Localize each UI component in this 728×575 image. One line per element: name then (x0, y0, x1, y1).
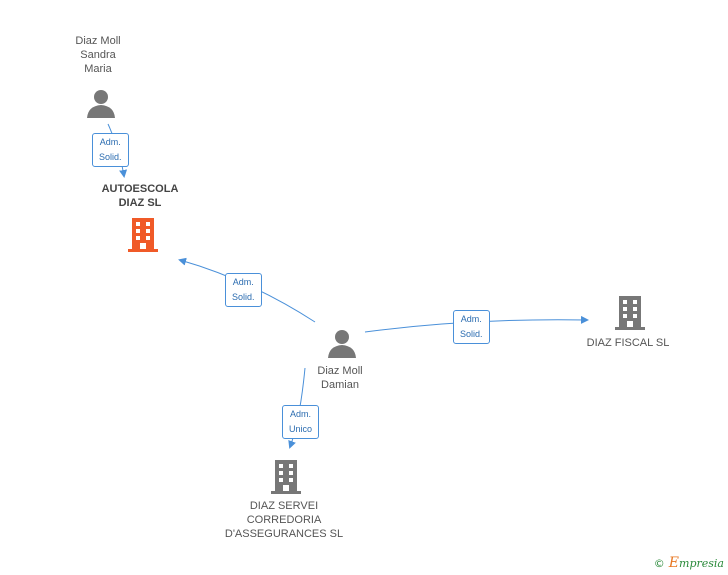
role-line2: Solid. (99, 152, 122, 162)
role-line1: Adm. (99, 137, 121, 147)
role-line1: Adm. (290, 409, 312, 419)
person-label-sandra: Diaz Moll Sandra Maria (60, 34, 136, 76)
edge-label-role[interactable]: Adm. Solid. (92, 133, 129, 167)
company-name-line1: DIAZ FISCAL SL (586, 337, 670, 349)
person-name-line1: Diaz Moll (317, 365, 363, 377)
building-icon-highlighted[interactable] (127, 218, 159, 252)
company-name-line2: DIAZ SL (118, 197, 162, 209)
brand-footer: ©Empresia (654, 555, 724, 571)
person-icon[interactable] (327, 328, 357, 358)
copyright-icon: © (653, 557, 665, 570)
person-name-line1: Diaz Moll (75, 35, 121, 47)
person-name-line3: Maria (84, 63, 112, 75)
company-name-line3: D'ASSEGURANCES SL (224, 528, 344, 540)
company-name-line1: AUTOESCOLA (101, 183, 179, 195)
edge-label-role[interactable]: Adm. Solid. (225, 273, 262, 307)
company-label-fiscal: DIAZ FISCAL SL (580, 336, 676, 350)
role-line1: Adm. (460, 314, 482, 324)
building-icon[interactable] (270, 460, 302, 494)
company-name-line2: CORREDORIA (246, 514, 322, 526)
person-name-line2: Sandra (80, 49, 116, 61)
building-icon[interactable] (614, 296, 646, 330)
brand-name: mpresia (679, 557, 724, 570)
role-line2: Solid. (460, 329, 483, 339)
edge-label-role[interactable]: Adm. Solid. (453, 310, 490, 344)
role-line2: Solid. (232, 292, 255, 302)
brand-initial: E (668, 555, 680, 571)
company-name-line1: DIAZ SERVEI (249, 500, 319, 512)
edge-label-role[interactable]: Adm. Unico (282, 405, 320, 439)
company-label-servei: DIAZ SERVEI CORREDORIA D'ASSEGURANCES SL (214, 499, 354, 541)
person-label-damian: Diaz Moll Damian (300, 364, 380, 392)
person-icon[interactable] (86, 88, 116, 118)
person-name-line2: Damian (321, 379, 359, 391)
role-line2: Unico (289, 424, 313, 434)
company-label-autoescola: AUTOESCOLA DIAZ SL (88, 182, 192, 210)
role-line1: Adm. (232, 277, 254, 287)
